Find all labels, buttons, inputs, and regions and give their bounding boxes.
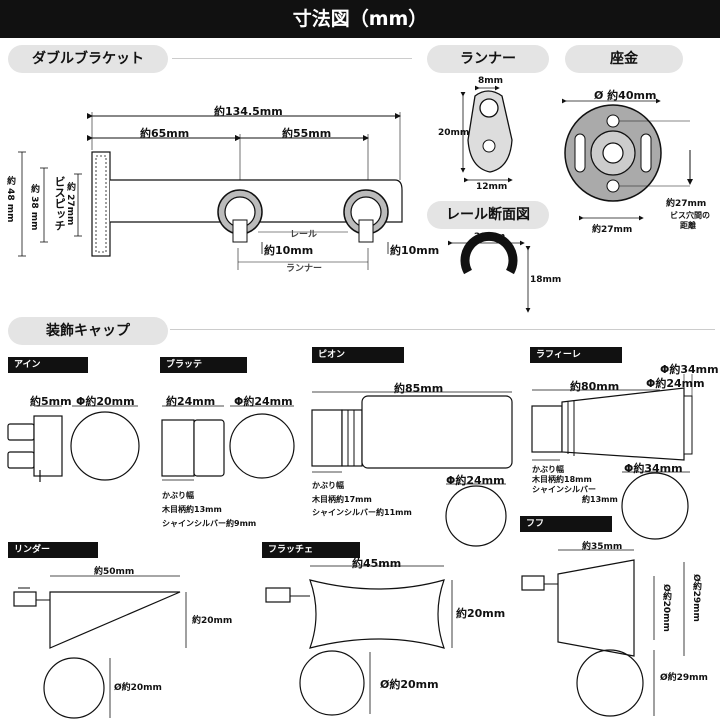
fufu-height-big: Ø約29mm [691,574,701,622]
runner-height: 20mm [438,128,470,138]
rafire-diameter-big: Φ約34mm [660,363,719,376]
cap-tag-flatche: フラッチェ [262,542,360,558]
pion-note-1: かぶり幅 [312,481,344,490]
pion-note-3: シャインシルバー約11mm [312,508,412,517]
bratte-diameter: Φ約24mm [234,395,293,408]
washer-hole-pitch-v: 約27mm [666,199,707,209]
pion-diameter: Φ約24mm [446,474,505,487]
flatche-height: 約20mm [456,607,506,620]
bracket-right: 約55mm [282,127,332,140]
washer-hole-note-1: ビス穴間の [670,211,710,220]
section-runner: ランナー [427,45,549,73]
section-rail: レール断面図 [427,201,549,229]
rail-height: 18mm [530,275,562,285]
fufu-length: 約35mm [582,542,623,552]
linder-length: 約50mm [94,567,135,577]
washer-diameter: Ø 約40mm [594,89,657,102]
washer-hole-note-2: 距離 [680,221,696,230]
fufu-diameter: Ø約29mm [660,673,708,683]
section-washer: 座金 [565,45,683,73]
fufu-height-small: Ø約20mm [661,584,671,632]
divider [172,58,412,59]
rafire-diameter-face: Φ約34mm [624,462,683,475]
rafire-note-4: 約13mm [582,495,618,504]
bracket-height: 約 48 mm [5,176,15,223]
bratte-note-3: シャインシルバー約9mm [162,519,257,528]
flatche-length: 約45mm [352,557,402,570]
cap-tag-ain: アイン [8,357,88,373]
rafire-length: 約80mm [570,380,620,393]
bracket-total: 約134.5mm [214,105,283,118]
cap-tag-fufu: フフ [520,516,612,532]
section-caps: 装飾キャップ [8,317,168,345]
cap-tag-rafire: ラフィーレ [530,347,622,363]
rafire-diameter-small: Φ約24mm [646,377,705,390]
rafire-note-1: かぶり幅 [532,465,564,474]
runner-width-bottom: 12mm [476,182,508,192]
washer-hole-pitch-h: 約27mm [592,225,633,235]
linder-height: 約20mm [192,616,233,626]
bracket-inner: 約 38 mm [29,184,39,231]
rail-width: 20mm [474,232,506,242]
ain-length: 約5mm [30,395,72,408]
cap-tag-bratte: ブラッテ [160,357,247,373]
linder-diameter: Ø約20mm [114,683,162,693]
rafire-note-2: 木目柄約18mm [532,475,592,484]
bratte-note-1: かぶり幅 [162,491,194,500]
pion-note-2: 木目柄約17mm [312,495,372,504]
flatche-diameter: Ø約20mm [380,678,439,691]
bratte-note-2: 木目柄約13mm [162,505,222,514]
bratte-length: 約24mm [166,395,216,408]
rafire-note-3: シャインシルバー [532,485,596,494]
divider [170,329,715,330]
bracket-gap-1: 約10mm [264,244,314,257]
cap-tag-linder: リンダー [8,542,98,558]
bracket-pitch: 約 27mm [65,182,75,226]
rail-label: レール [290,230,318,240]
bracket-pitch-label: ビスピッチ [53,176,66,231]
runner-label: ランナー [286,264,323,274]
runner-width-top: 8mm [478,76,504,86]
ain-diameter: Φ約20mm [76,395,135,408]
bracket-gap-2: 約10mm [390,244,440,257]
bracket-left: 約65mm [140,127,190,140]
section-double-bracket: ダブルブラケット [8,45,168,73]
pion-length: 約85mm [394,382,444,395]
cap-tag-pion: ピオン [312,347,404,363]
page-title: 寸法図（mm） [0,0,720,38]
